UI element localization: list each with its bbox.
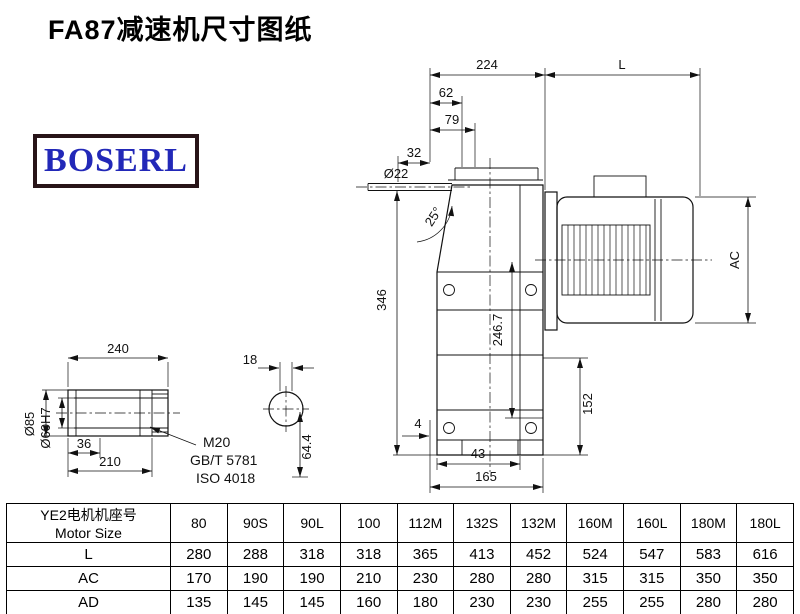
terminal-box xyxy=(593,175,647,198)
motor-size-header: YE2电机机座号 Motor Size xyxy=(6,503,171,543)
dim-d60h7-label: Ø60H7 xyxy=(38,407,53,448)
dim-152-label: 152 xyxy=(580,393,595,415)
size-col-header: 160L xyxy=(623,503,681,543)
dim-165-label: 165 xyxy=(475,469,497,484)
cell: 413 xyxy=(453,542,511,567)
cell: 170 xyxy=(170,566,228,591)
dim-AC-label: AC xyxy=(727,251,742,269)
cell: 280 xyxy=(509,566,568,591)
dim-L-label: L xyxy=(618,57,625,72)
size-col-header: 180M xyxy=(679,503,738,543)
gearbox-main-view xyxy=(356,158,544,472)
motor-size-table: YE2电机机座号 Motor Size 80 90S 90L 100 112M … xyxy=(6,503,794,614)
cell: 280 xyxy=(170,542,228,567)
size-col-header: 132S xyxy=(453,503,511,543)
dim-25deg-label: 25° xyxy=(422,204,445,229)
cell: 350 xyxy=(736,566,794,591)
cell: 315 xyxy=(566,566,624,591)
boserl-logo-text: BOSERL xyxy=(44,142,188,179)
dim-36-label: 36 xyxy=(77,436,91,451)
motor-side-view xyxy=(535,175,712,331)
size-col-header: 90L xyxy=(283,503,341,543)
cell: 318 xyxy=(283,542,341,567)
cell: 190 xyxy=(226,566,285,591)
motor-size-header-en: Motor Size xyxy=(55,525,122,541)
size-col-header: 112M xyxy=(396,503,455,543)
cell: 135 xyxy=(170,590,228,614)
cell: 452 xyxy=(509,542,568,567)
size-col-header: 100 xyxy=(339,503,398,543)
cell: 280 xyxy=(736,590,794,614)
cell: 318 xyxy=(339,542,398,567)
dim-210-label: 210 xyxy=(99,454,121,469)
size-col-header: 80 xyxy=(170,503,228,543)
cell: 255 xyxy=(623,590,681,614)
dim-32-label: 32 xyxy=(407,145,421,160)
standard-iso-label: ISO 4018 xyxy=(196,470,255,486)
table-row-L: L 280 288 318 318 365 413 452 524 547 58… xyxy=(6,542,794,567)
cell: 210 xyxy=(339,566,398,591)
standard-gb-label: GB/T 5781 xyxy=(190,452,258,468)
cell: 230 xyxy=(396,566,455,591)
table-row-AC: AC 170 190 190 210 230 280 280 315 315 3… xyxy=(6,566,794,591)
row-label: AD xyxy=(6,590,171,614)
table-header-row: YE2电机机座号 Motor Size 80 90S 90L 100 112M … xyxy=(6,503,794,543)
cell: 365 xyxy=(396,542,455,567)
boserl-logo: BOSERL xyxy=(33,134,199,188)
table-row-AD: AD 135 145 145 160 180 230 230 255 255 2… xyxy=(6,590,794,614)
cell: 180 xyxy=(396,590,455,614)
dim-d85-label: Ø85 xyxy=(22,412,37,437)
cell: 255 xyxy=(566,590,624,614)
shaft-end-view xyxy=(56,389,197,446)
dim-43-label: 43 xyxy=(471,446,485,461)
cell: 524 xyxy=(566,542,624,567)
cell: 160 xyxy=(339,590,398,614)
dim-79-label: 79 xyxy=(445,112,459,127)
dim-246-7-label: 246.7 xyxy=(490,314,505,347)
cell: 315 xyxy=(623,566,681,591)
cell: 190 xyxy=(283,566,341,591)
dim-224-label: 224 xyxy=(476,57,498,72)
cell: 547 xyxy=(623,542,681,567)
size-col-header: 132M xyxy=(509,503,568,543)
extension-lines xyxy=(42,68,756,493)
dim-d22-label: Ø22 xyxy=(384,166,409,181)
cell: 280 xyxy=(453,566,511,591)
cell: 583 xyxy=(679,542,738,567)
dim-240-label: 240 xyxy=(107,341,129,356)
cell: 350 xyxy=(679,566,738,591)
cell: 145 xyxy=(283,590,341,614)
page-title: FA87减速机尺寸图纸 xyxy=(48,15,313,45)
cell: 288 xyxy=(226,542,285,567)
cell: 616 xyxy=(736,542,794,567)
motor-size-header-cn: YE2电机机座号 xyxy=(40,507,137,523)
dim-64-4-label: 64.4 xyxy=(299,434,314,459)
row-label: AC xyxy=(6,566,171,591)
cell: 145 xyxy=(226,590,285,614)
shaft-section-view xyxy=(263,386,309,432)
cell: 230 xyxy=(509,590,568,614)
dim-18-label: 18 xyxy=(243,352,257,367)
dim-346-label: 346 xyxy=(374,289,389,311)
dimension-lines xyxy=(43,72,751,490)
technical-drawing: 224 L 62 79 32 Ø22 25° 346 246.7 AC 152 … xyxy=(22,57,756,493)
size-col-header: 160M xyxy=(566,503,624,543)
row-label: L xyxy=(6,542,171,567)
size-col-header: 180L xyxy=(736,503,794,543)
dim-4-label: 4 xyxy=(414,416,421,431)
dimension-labels: 224 L 62 79 32 Ø22 25° 346 246.7 AC 152 … xyxy=(22,57,742,486)
cell: 230 xyxy=(453,590,511,614)
size-col-header: 90S xyxy=(226,503,285,543)
thread-m20-label: M20 xyxy=(203,434,230,450)
cell: 280 xyxy=(679,590,738,614)
dim-62-label: 62 xyxy=(439,85,453,100)
